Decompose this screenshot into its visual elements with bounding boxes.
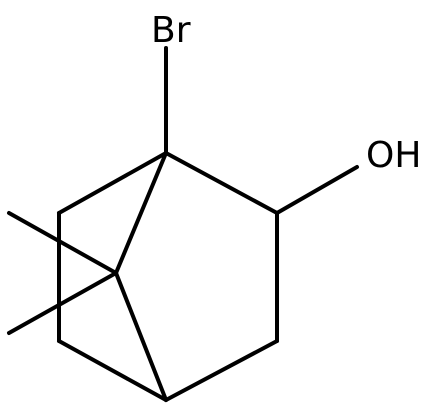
bond-c7-c4: [114, 271, 168, 402]
bond-c1-c7: [114, 151, 168, 275]
bond-c7-methyl-upper: [7, 211, 118, 275]
bond-c3-c4: [164, 339, 279, 402]
bond-group: [7, 46, 359, 402]
hydroxyl-label: OH: [366, 135, 421, 176]
bromine-label: Br: [151, 10, 191, 51]
bond-c4-c5: [57, 339, 168, 402]
bond-c7-methyl-lower: [7, 271, 118, 335]
bond-c1-c2: [164, 151, 279, 215]
bond-c6-c1: [57, 151, 168, 215]
bond-c2-oh: [275, 165, 359, 215]
